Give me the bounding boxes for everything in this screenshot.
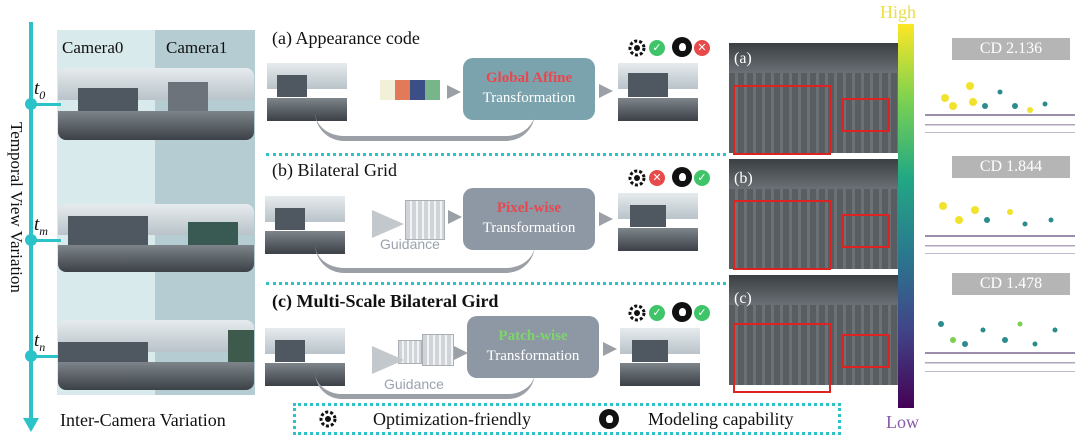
row-b-highlight: Pixel-wise [496, 200, 562, 216]
row-c-gear-icon [628, 304, 646, 322]
time-label-t0: t0 [34, 78, 46, 102]
tm-dot [25, 234, 37, 246]
row-b-optimization-cross-icon: ✕ [649, 170, 665, 186]
row-c-modeling-check-icon: ✓ [694, 305, 710, 321]
time-label-tn: tn [34, 330, 46, 354]
row-a-transform-box: Global Affine Transformation [463, 58, 595, 120]
street-image-tm [58, 204, 254, 272]
render-panel-c-zoom-box-large [733, 323, 831, 393]
camera1-label: Camera1 [166, 38, 228, 57]
render-panel-b-zoom-box-small [842, 214, 890, 248]
render-panel-c-label: (c) [734, 290, 752, 307]
row-c-output-image [620, 328, 700, 386]
temporal-axis-label: Temporal View Variation [7, 122, 26, 293]
t0-dot [25, 98, 37, 110]
row-b-gear-icon [628, 169, 646, 187]
t0-connector [33, 103, 61, 106]
tn-dot [25, 350, 37, 362]
render-panel-b-label: (b) [734, 170, 753, 187]
row-c-modeling-blob-icon [672, 302, 692, 322]
row-divider-ab [266, 153, 726, 156]
row-c-optimization-check-icon: ✓ [649, 305, 665, 321]
row-c-highlight: Patch-wise [498, 328, 568, 344]
time-label-tm: tm [34, 214, 48, 238]
colorbar [898, 24, 914, 408]
row-b-guidance-arrow [372, 210, 404, 238]
appearance-code-blocks [380, 80, 440, 100]
legend-gear-icon [319, 410, 337, 428]
cd-badge-b: CD 1.844 [952, 156, 1070, 178]
row-c-input-image [265, 328, 345, 386]
row-b-modeling-blob-icon [672, 167, 692, 187]
tm-connector [33, 239, 61, 242]
render-panel-b-zoom-box-large [733, 200, 831, 270]
legend-modeling-label: Modeling capability [648, 409, 794, 429]
render-panel-c [729, 275, 911, 385]
row-a-arrow-2 [599, 84, 613, 98]
point-cloud-a [925, 82, 1075, 133]
row-c-transform-box: Patch-wise Transformation [467, 316, 599, 378]
temporal-axis-arrowhead [23, 418, 39, 432]
row-b-arrow-1 [448, 210, 462, 224]
row-a-arrow-1 [447, 85, 461, 99]
legend-optimization-label: Optimization-friendly [373, 409, 531, 429]
cd-badge-c: CD 1.478 [952, 273, 1070, 295]
colorbar-high-label: High [880, 2, 916, 22]
row-c-curved-arrow [315, 372, 535, 399]
row-a-optimization-check-icon: ✓ [649, 40, 665, 56]
row-a-transform-label: Transformation [482, 90, 576, 106]
tn-connector [33, 355, 61, 358]
render-panel-b [729, 159, 911, 269]
row-c-title: (c) Multi-Scale Bilateral Gird [272, 291, 499, 311]
row-divider-bc [266, 282, 726, 285]
legend-modeling-blob-icon [599, 409, 619, 429]
row-c-guidance-arrow [372, 346, 404, 374]
render-panel-a-zoom-box-large [733, 85, 831, 155]
row-b-arrow-2 [599, 212, 613, 226]
render-panel-a-label: (a) [734, 50, 752, 67]
render-panel-a-zoom-box-small [842, 98, 890, 132]
row-c-arrow-1 [454, 346, 468, 360]
camera0-label: Camera0 [62, 38, 124, 57]
inter-camera-label: Inter-Camera Variation [60, 410, 226, 430]
render-panel-c-zoom-box-small [842, 334, 890, 368]
row-a-modeling-cross-icon: ✕ [694, 40, 710, 56]
row-b-title: (b) Bilateral Grid [272, 160, 397, 180]
colorbar-low-label: Low [886, 412, 919, 432]
row-b-transform-label: Transformation [482, 220, 576, 236]
legend-box [293, 403, 841, 435]
row-c-guidance-cube-large [422, 334, 454, 366]
row-b-transform-box: Pixel-wise Transformation [463, 188, 595, 250]
modeling-blob-icon [672, 37, 692, 57]
point-cloud-b [925, 202, 1075, 254]
row-b-guidance-cube [405, 200, 445, 240]
row-c-arrow-2 [603, 342, 617, 356]
gear-icon [628, 39, 646, 57]
street-image-t0 [58, 68, 254, 140]
row-a-curved-arrow [315, 112, 535, 141]
temporal-axis-line [29, 22, 33, 422]
row-b-output-image [618, 193, 698, 251]
point-cloud-c [925, 321, 1075, 372]
street-image-tn [58, 320, 254, 390]
cd-badge-a: CD 2.136 [952, 38, 1070, 60]
row-a-output-image [618, 63, 698, 121]
row-a-input-image [267, 63, 347, 121]
row-b-curved-arrow [315, 244, 535, 273]
row-a-highlight: Global Affine [485, 70, 573, 86]
row-b-modeling-check-icon: ✓ [694, 170, 710, 186]
row-c-transform-label: Transformation [486, 348, 580, 364]
row-a-title: (a) Appearance code [272, 28, 420, 48]
